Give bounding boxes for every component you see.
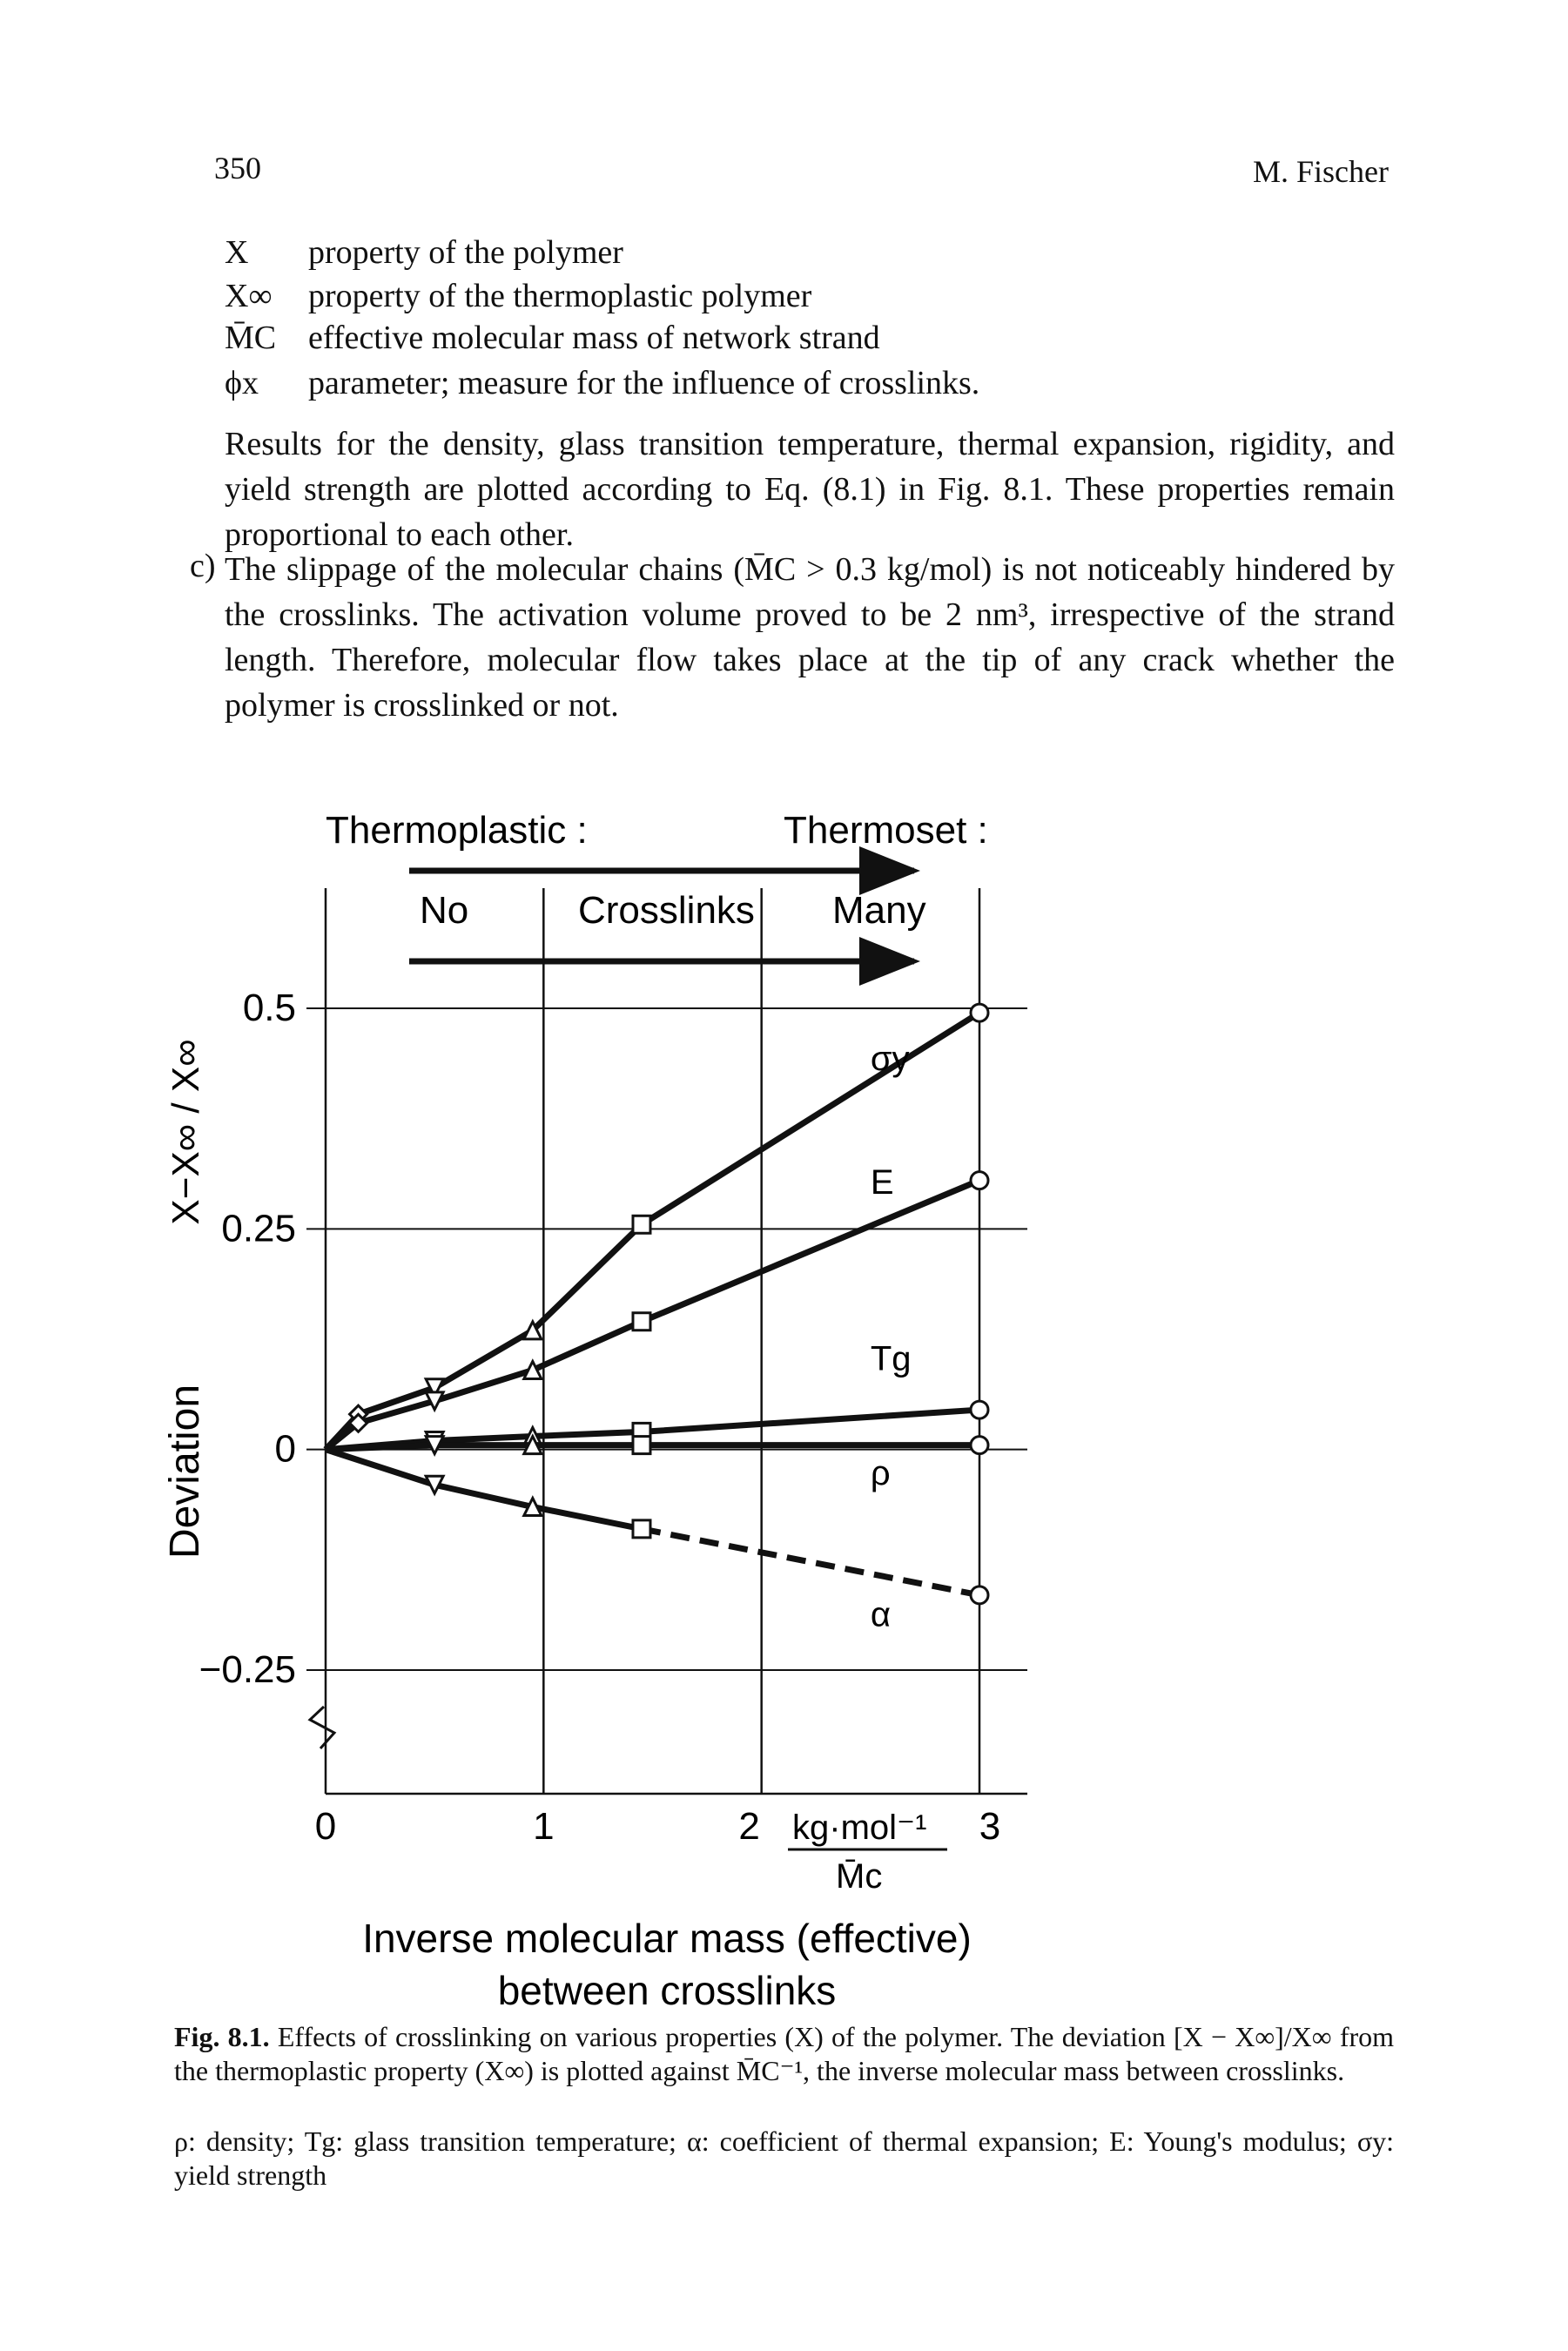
data-point-marker	[423, 1391, 446, 1413]
y-axis-label-deviation: Deviation	[162, 1384, 208, 1559]
data-point-marker	[631, 1311, 652, 1332]
body-paragraph: The slippage of the molecular chains (M̄…	[225, 551, 1395, 724]
data-point-marker	[423, 1474, 446, 1497]
series-label: Tg	[871, 1339, 912, 1378]
definition-text: property of the polymer	[308, 234, 623, 271]
x-unit-denominator: M̄c	[836, 1857, 882, 1896]
y-axis-label-ratio: X−X∞ / X∞	[165, 1039, 207, 1224]
data-point-marker	[969, 1002, 990, 1023]
definition-text: property of the thermoplastic polymer	[308, 278, 812, 314]
data-point-marker	[969, 1435, 990, 1456]
data-point-marker	[423, 1435, 446, 1457]
definition-symbol: ϕx	[225, 365, 259, 401]
data-point-marker	[522, 1495, 544, 1518]
caption-label: Fig. 8.1.	[174, 2021, 270, 2052]
definition-symbol: M̄C	[225, 320, 277, 356]
caption-text: Effects of crosslinking on various prope…	[174, 2021, 1395, 2086]
definition-text: effective molecular mass of network stra…	[308, 320, 880, 356]
y-tick-label: −0.25	[199, 1648, 296, 1691]
definition-symbol: X∞	[225, 278, 273, 314]
series-label: α	[871, 1595, 891, 1634]
series-line	[323, 1010, 981, 1452]
definition-text: parameter; measure for the influence of …	[308, 365, 980, 401]
data-point-marker	[631, 1519, 652, 1539]
data-point-marker	[522, 1358, 544, 1380]
data-point-marker	[522, 1318, 544, 1341]
x-tick-label: 0	[315, 1805, 336, 1848]
data-point-marker	[631, 1214, 652, 1235]
data-point-marker	[423, 1378, 446, 1400]
y-tick-label: 0.5	[243, 987, 296, 1029]
x-unit-label: kg·mol⁻¹	[792, 1809, 926, 1847]
caption-legend: ρ: density; Tg: glass transition tempera…	[174, 2125, 1394, 2191]
plot-grid	[306, 888, 1027, 1795]
x-tick-label: 1	[533, 1805, 554, 1848]
axis-ticks: 0.5 0.25 0 −0.25 0 1 2 3	[199, 987, 1001, 1848]
x-axis-label-line2: between crosslinks	[498, 1968, 837, 2013]
label-thermoset: Thermoset :	[784, 809, 988, 852]
y-tick-label: 0	[275, 1428, 296, 1471]
data-point-marker	[522, 1433, 544, 1456]
y-tick-label: 0.25	[221, 1207, 296, 1250]
series-line-alpha-dashed	[641, 1526, 980, 1599]
definition-symbol: X	[225, 234, 249, 271]
x-tick-label: 3	[979, 1805, 1000, 1848]
series-label: E	[871, 1163, 894, 1202]
data-point-marker	[631, 1435, 652, 1456]
data-point-marker	[969, 1170, 990, 1191]
band-label-crosslinks: Crosslinks	[578, 889, 755, 932]
data-point-marker	[347, 1412, 369, 1434]
figure-caption: Fig. 8.1. Effects of crosslinking on var…	[174, 2020, 1394, 2088]
data-point-marker	[969, 1585, 990, 1606]
series-label: ρ	[871, 1454, 891, 1492]
page-number: 350	[214, 151, 261, 185]
plot-series: σyE Tg ρ α	[323, 1002, 990, 1634]
data-point-marker	[969, 1399, 990, 1420]
running-header-author: M. Fischer	[1253, 154, 1389, 189]
band-label-many: Many	[832, 889, 926, 932]
band-label-no: No	[420, 889, 468, 932]
x-tick-label: 2	[738, 1805, 759, 1848]
axis-break-icon	[307, 1705, 337, 1749]
series-line-alpha	[324, 1446, 643, 1533]
x-axis-label-line1: Inverse molecular mass (effective)	[362, 1916, 972, 1961]
label-thermoplastic: Thermoplastic :	[326, 809, 588, 852]
series-label: σy	[871, 1040, 910, 1078]
body-paragraph: Results for the density, glass transitio…	[225, 426, 1395, 553]
list-label: c)	[190, 548, 216, 584]
